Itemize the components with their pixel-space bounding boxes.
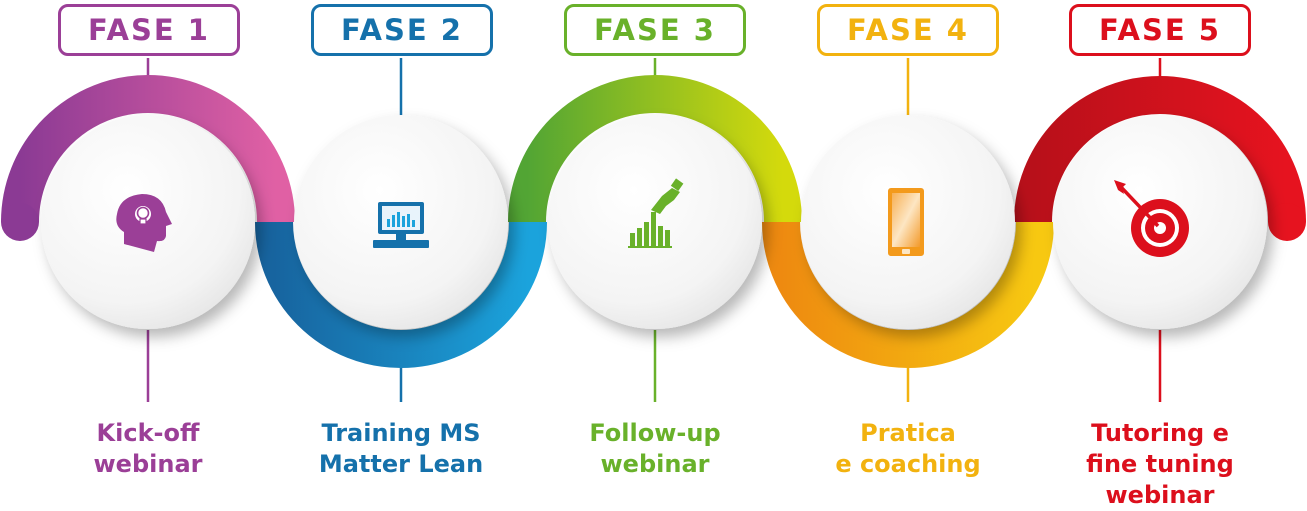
phase-caption-1: Kick-off webinar (33, 418, 263, 480)
phase-label-2: FASE 2 (311, 4, 493, 56)
connector-lines (146, 58, 1162, 402)
arc-end-cap-left (1, 203, 39, 241)
phase-caption-1-line-1: Kick-off (96, 419, 200, 447)
phase-caption-3-line-2: webinar (600, 450, 710, 478)
arc-yellow (762, 221, 1054, 368)
phase-caption-1-line-2: webinar (93, 450, 203, 478)
arc-red (1014, 76, 1306, 223)
arc-green (508, 75, 802, 223)
phase-caption-4-line-2: e coaching (835, 450, 981, 478)
phase-label-5: FASE 5 (1069, 4, 1251, 56)
phase-caption-5-line-1: Tutoring e (1091, 419, 1229, 447)
arc-end-cap-right (1268, 203, 1306, 241)
phase-caption-5-line-2: fine tuning (1086, 450, 1234, 478)
phase-label-1: FASE 1 (58, 4, 240, 56)
phase-caption-3-line-1: Follow-up (589, 419, 721, 447)
phase-caption-5: Tutoring e fine tuning webinar (1045, 418, 1275, 511)
smartphone-icon (888, 188, 924, 256)
arc-purple (1, 75, 295, 223)
phase-caption-4: Pratica e coaching (793, 418, 1023, 480)
computer-monitor-icon (373, 202, 429, 248)
phase-label-3: FASE 3 (564, 4, 746, 56)
phase-caption-2: Training MS Matter Lean (286, 418, 516, 480)
phase-caption-4-line-1: Pratica (860, 419, 956, 447)
phase-caption-2-line-2: Matter Lean (318, 450, 484, 478)
phase-caption-3: Follow-up webinar (540, 418, 770, 480)
arc-blue (255, 221, 547, 368)
phase-label-4: FASE 4 (817, 4, 999, 56)
phase-caption-5-line-3: webinar (1105, 481, 1215, 509)
phase-caption-2-line-1: Training MS (321, 419, 481, 447)
hand-bar-chart-icon (628, 178, 684, 248)
arc-band (1, 75, 1306, 368)
head-lightbulb-icon (116, 194, 172, 252)
target-dart-icon (1114, 180, 1189, 257)
